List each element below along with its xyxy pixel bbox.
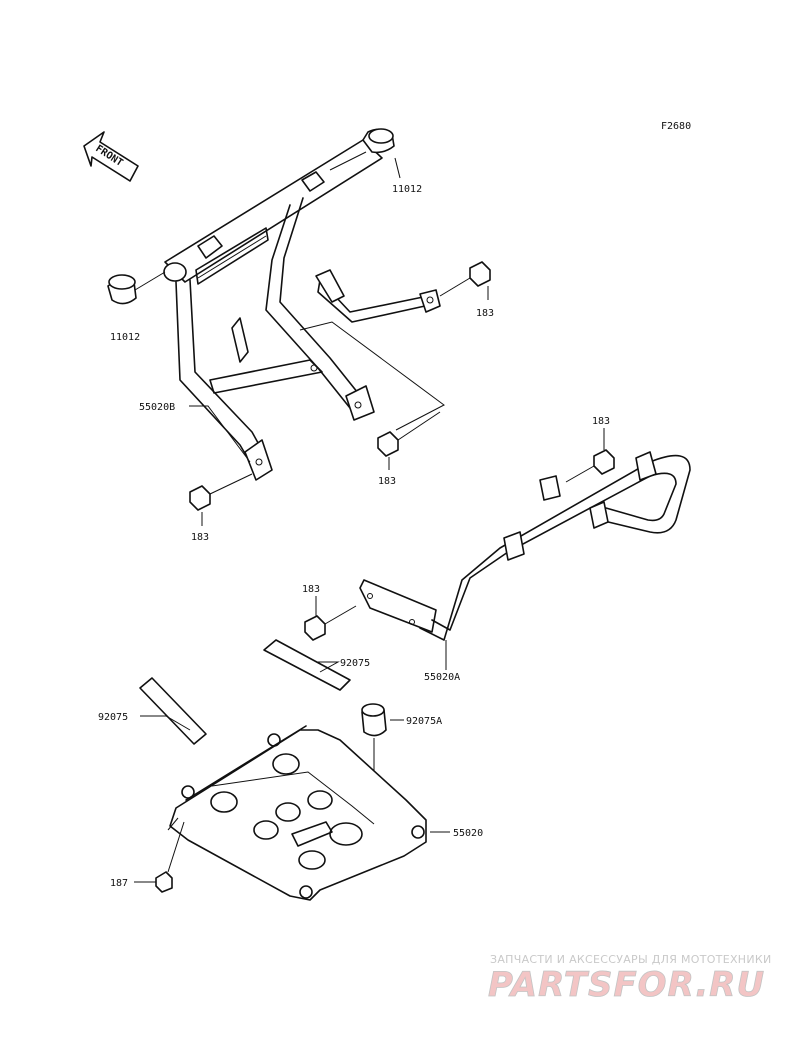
figure-code: F2680: [661, 121, 691, 132]
bolt-183-lower: [304, 605, 357, 641]
bolt-187: [155, 821, 185, 893]
front-arrow-icon: FRONT: [83, 131, 139, 182]
bolt-183-right-guard: [565, 449, 615, 483]
callout-92075-left: 92075: [98, 712, 128, 723]
callout-92075a: 92075A: [406, 716, 442, 727]
callout-183-lower: 183: [302, 584, 320, 595]
watermark-logo: PARTSFOR.RU: [488, 965, 765, 1005]
end-cap-11012-top: [329, 128, 395, 171]
callout-183-right-guard: 183: [592, 416, 610, 427]
skid-plate-55020: [167, 725, 427, 901]
callout-55020a: 55020A: [424, 672, 460, 683]
end-cap-11012-bottom: [107, 271, 166, 305]
callout-183-top-right: 183: [476, 308, 494, 319]
bolt-183-left: [189, 473, 253, 511]
pad-92075-upper: [263, 639, 351, 691]
watermark-tagline: ЗАПЧАСТИ И АКСЕССУАРЫ ДЛЯ МОТОТЕХНИКИ: [490, 953, 772, 966]
callout-92075-upper: 92075: [340, 658, 370, 669]
callout-55020b: 55020B: [139, 402, 175, 413]
bushing-92075a: [361, 703, 387, 820]
bolt-183-center: [377, 411, 441, 457]
callout-55020: 55020: [453, 828, 483, 839]
callout-183-left: 183: [191, 532, 209, 543]
callout-183-center: 183: [378, 476, 396, 487]
callout-11012-bottom: 11012: [110, 332, 140, 343]
side-guard-55020a: [359, 451, 691, 641]
frame-guard-55020b: [163, 139, 445, 481]
pad-92075-left: [139, 677, 207, 745]
bolt-183-top-right: [439, 261, 491, 297]
callout-11012-top: 11012: [392, 184, 422, 195]
callout-187: 187: [110, 878, 128, 889]
